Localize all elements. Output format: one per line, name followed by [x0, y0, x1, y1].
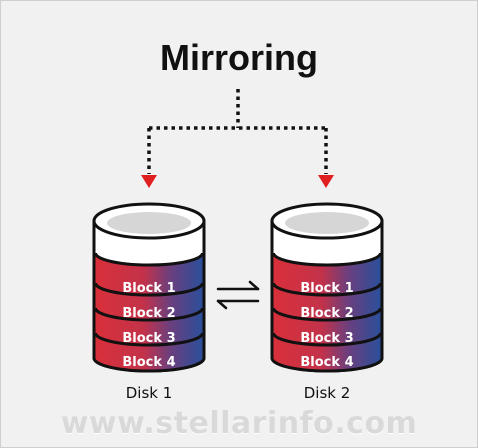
disk-2-block-1: Block 1: [300, 281, 353, 296]
disk-1-block-3: Block 3: [122, 331, 175, 346]
watermark: www.stellarinfo.com: [60, 406, 418, 441]
bidirectional-arrows-icon: [216, 280, 260, 310]
disk-1-label: Disk 1: [125, 384, 173, 402]
disk-1-cylinder: Block 1 Block 2 Block 3 Block 4: [92, 202, 206, 373]
dotted-connector: [147, 89, 328, 174]
disk-1-block-1: Block 1: [122, 281, 175, 296]
right-arrowhead-icon: [318, 175, 334, 188]
diagram-title: Mirroring: [160, 37, 318, 78]
disk-2-block-2: Block 2: [300, 306, 353, 321]
disk-2-block-4: Block 4: [300, 355, 353, 370]
disk-1-block-2: Block 2: [122, 306, 175, 321]
left-arrowhead-icon: [141, 175, 157, 188]
disk-2-cylinder: Block 1 Block 2 Block 3 Block 4: [270, 202, 384, 373]
disk-1-block-4: Block 4: [122, 355, 175, 370]
disk-2-block-3: Block 3: [300, 331, 353, 346]
disk-2-label: Disk 2: [303, 384, 351, 402]
